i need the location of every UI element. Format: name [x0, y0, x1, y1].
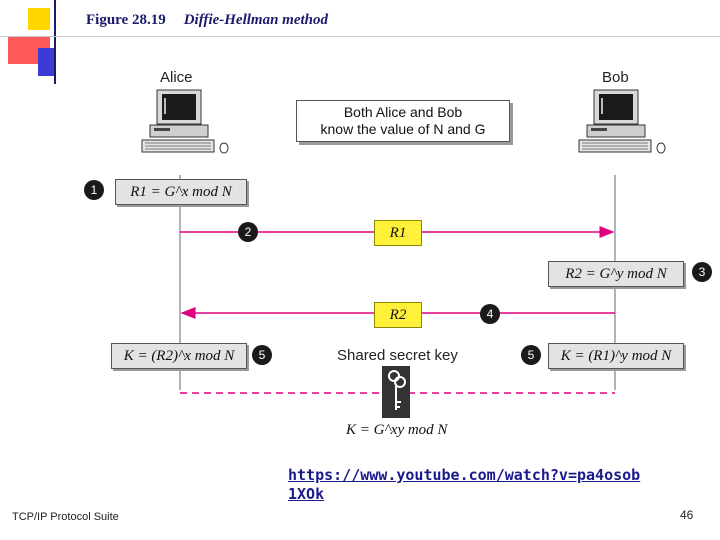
page-number: 46	[680, 508, 694, 522]
step-5-bob-badge: 5	[521, 345, 541, 365]
step-1-badge: 1	[84, 180, 104, 200]
alice-key-computation: K = (R2)^x mod N	[111, 343, 247, 369]
step-5-alice-badge: 5	[252, 345, 272, 365]
youtube-link[interactable]: https://www.youtube.com/watch?v=pa4osob1…	[288, 466, 641, 503]
step-4-badge: 4	[480, 304, 500, 324]
alice-r1-computation: R1 = G^x mod N	[115, 179, 247, 205]
note-line-1: Both Alice and Bob	[343, 104, 463, 120]
r2-message: R2	[374, 302, 422, 328]
bob-computer-icon	[578, 89, 666, 154]
footer-text: TCP/IP Protocol Suite	[12, 511, 119, 523]
figure-caption: Diffie-Hellman method	[183, 12, 329, 28]
shared-secret-label: Shared secret key	[337, 347, 458, 364]
bob-key-computation: K = (R1)^y mod N	[548, 343, 684, 369]
alice-label: Alice	[160, 69, 193, 86]
key-icon	[382, 366, 410, 418]
final-key-formula: K = G^xy mod N	[346, 422, 448, 438]
bob-r2-computation: R2 = G^y mod N	[548, 261, 684, 287]
step-3-badge: 3	[692, 262, 712, 282]
step-2-badge: 2	[238, 222, 258, 242]
shared-knowledge-note: Both Alice and Bob know the value of N a…	[296, 100, 510, 142]
figure-label: Figure 28.19	[86, 12, 166, 28]
slide-decoration	[0, 0, 720, 84]
figure-title: Figure 28.19 Diffie-Hellman method	[86, 12, 328, 29]
alice-computer-icon	[141, 89, 229, 154]
bob-label: Bob	[602, 69, 629, 86]
note-line-2: know the value of N and G	[320, 121, 486, 137]
r1-message: R1	[374, 220, 422, 246]
